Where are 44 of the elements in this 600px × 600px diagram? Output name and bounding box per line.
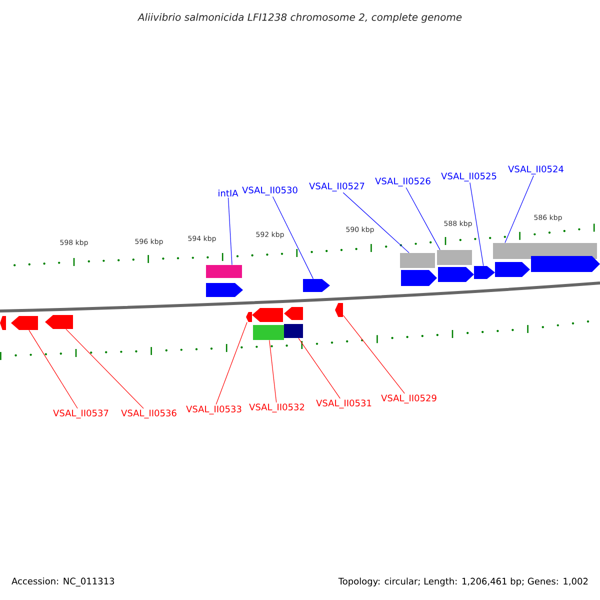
gene-block <box>206 283 243 297</box>
gene-block <box>246 312 252 322</box>
gene-block <box>11 316 38 330</box>
leader-line <box>504 175 534 244</box>
gene-label: VSAL_II0530 <box>242 186 298 196</box>
gene-block <box>438 267 474 282</box>
gene-block <box>303 279 330 292</box>
accession-label: Accession: NC_011313 <box>12 578 114 586</box>
leader-line <box>216 322 248 405</box>
title: Aliivibrio salmonicida LFI1238 chromosome 2, complete genome <box>137 13 462 23</box>
leader-line <box>228 197 232 266</box>
gene-label: VSAL_II0536 <box>121 410 176 418</box>
gene-block <box>284 307 303 320</box>
gene-label: intIA <box>218 190 238 196</box>
gene-block <box>495 262 530 277</box>
leader-line <box>272 196 314 280</box>
leader-line <box>298 338 340 399</box>
gene-label: VSAL_II0527 <box>309 182 364 192</box>
gene-block <box>284 324 303 338</box>
gene-label: VSAL_II0537 <box>53 410 108 418</box>
gene-label: VSAL_II0524 <box>508 166 564 174</box>
leader-line <box>406 187 440 250</box>
leader-line <box>470 182 484 266</box>
gene-block <box>437 250 472 265</box>
gene-block <box>400 253 435 268</box>
gene-label: VSAL_II0532 <box>249 404 304 412</box>
gene-block <box>45 315 73 329</box>
gene-label: VSAL_II0526 <box>375 178 430 186</box>
gene-block <box>474 266 495 279</box>
gene-label: VSAL_II0533 <box>186 406 242 414</box>
gene-block <box>401 270 437 286</box>
gene-label: VSAL_II0525 <box>441 172 496 182</box>
gene-block <box>253 325 284 340</box>
leader-line <box>66 328 144 409</box>
gene-label: VSAL_II0531 <box>316 400 372 408</box>
leader-line <box>342 315 405 394</box>
gene-block <box>206 265 242 278</box>
leader-line <box>342 192 410 254</box>
gene-block <box>0 316 6 330</box>
genome-info: Topology: circular; Length: 1,206,461 bp; Genes: 1,002 <box>338 578 588 586</box>
gene-block <box>335 303 343 317</box>
leader-line <box>269 340 277 403</box>
gene-label: VSAL_II0529 <box>381 394 436 404</box>
leader-line <box>28 330 78 409</box>
